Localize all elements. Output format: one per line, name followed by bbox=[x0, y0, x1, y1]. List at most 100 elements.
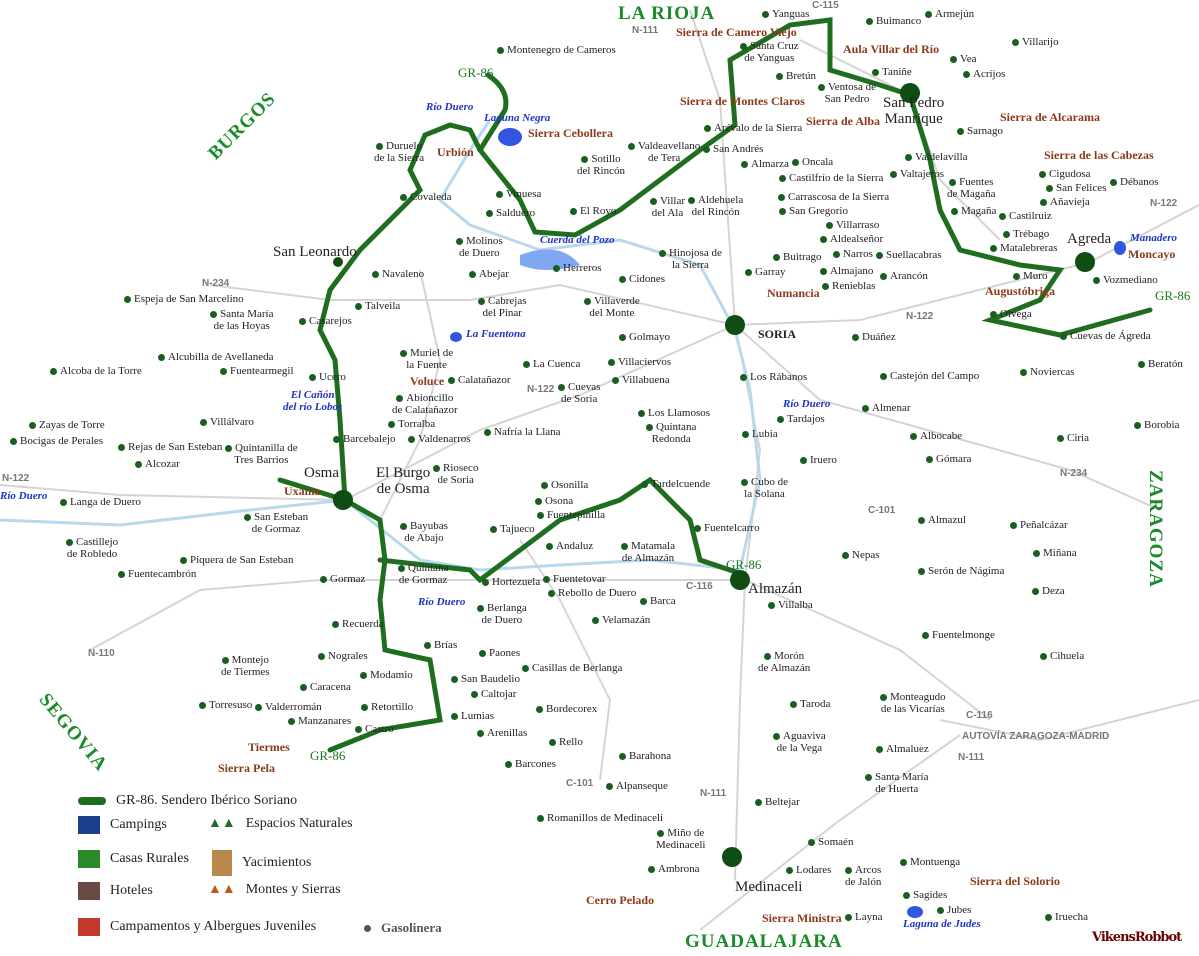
label-text: N-122 bbox=[2, 473, 30, 484]
label-text: Fuentepinilla bbox=[547, 509, 606, 521]
label-text: Quintana Redonda bbox=[651, 421, 697, 445]
town-label: Matamala de Almazán bbox=[621, 540, 675, 564]
label-text: Barcones bbox=[515, 758, 556, 770]
town-dot-icon bbox=[1110, 178, 1117, 186]
river-label: Cuerda del Pozo bbox=[540, 234, 615, 247]
town-dot-icon bbox=[496, 190, 503, 198]
label-text: Cuerda del Pozo bbox=[540, 234, 615, 246]
town-dot-icon bbox=[762, 10, 769, 18]
gr86-trail bbox=[277, 17, 1153, 753]
town-dot-icon bbox=[688, 196, 695, 204]
legend-label: Gasolinera bbox=[381, 920, 442, 935]
town-label: Abioncillo de Calatañazor bbox=[392, 392, 458, 416]
town-label: San Andrés bbox=[703, 143, 764, 156]
label-text: Almazul bbox=[928, 514, 966, 526]
sierra-label: Sierra de Alba bbox=[806, 115, 880, 128]
town-label: Molinos de Duero bbox=[456, 235, 503, 259]
label-text: Cihuela bbox=[1050, 650, 1085, 662]
label-text: Salduero bbox=[496, 207, 536, 219]
label-text: SORIA bbox=[758, 327, 797, 341]
town-label: Montejo de Tiermes bbox=[221, 654, 270, 678]
label-text: Ucero bbox=[319, 371, 346, 383]
town-label: Ventosa de San Pedro bbox=[818, 81, 876, 105]
town-dot-icon bbox=[903, 891, 910, 899]
la-fuentona-shape bbox=[450, 332, 462, 342]
town-label: Gómara bbox=[926, 453, 971, 466]
label-text: Bayubas de Abajo bbox=[404, 520, 448, 544]
label-text: N-111 bbox=[700, 788, 727, 799]
label-text: N-111 bbox=[958, 752, 985, 763]
town-label: Almenar bbox=[862, 402, 910, 415]
big-town-label: Agreda bbox=[1067, 231, 1111, 248]
town-label: Tardelcuende bbox=[641, 478, 710, 491]
town-label: Almazul bbox=[918, 514, 966, 527]
town-dot-icon bbox=[484, 428, 491, 436]
town-dot-icon bbox=[558, 383, 565, 391]
town-label: Fuentepinilla bbox=[537, 509, 606, 522]
label-text: Uxama bbox=[284, 484, 321, 498]
town-dot-icon bbox=[471, 690, 478, 698]
label-text: Alcozar bbox=[145, 458, 180, 470]
label-text: Herreros bbox=[563, 262, 602, 274]
town-label: Muro bbox=[1013, 270, 1047, 283]
town-label: Bocigas de Perales bbox=[10, 435, 103, 448]
label-text: N-122 bbox=[906, 311, 934, 322]
laguna-negra-shape bbox=[498, 128, 522, 146]
label-text: Sierra Ministra bbox=[762, 911, 842, 925]
town-label: Garray bbox=[745, 266, 786, 279]
town-label: Alcozar bbox=[135, 458, 180, 471]
label-text: Sagides bbox=[913, 889, 948, 901]
label-text: Bordecorex bbox=[546, 703, 598, 715]
town-dot-icon bbox=[396, 394, 404, 402]
label-text: San Andrés bbox=[713, 143, 764, 155]
town-dot-icon bbox=[704, 124, 711, 132]
town-label: Valdenarros bbox=[408, 433, 471, 446]
town-dot-icon bbox=[650, 197, 657, 205]
label-text: Quintana de Gormaz bbox=[398, 562, 449, 586]
label-text: Osma bbox=[304, 465, 339, 481]
town-dot-icon bbox=[29, 421, 36, 429]
town-dot-icon bbox=[646, 423, 653, 431]
town-dot-icon bbox=[820, 235, 827, 243]
label-text: C-115 bbox=[812, 0, 839, 11]
town-dot-icon bbox=[1134, 421, 1141, 429]
town-dot-icon bbox=[900, 858, 907, 866]
town-label: Santa María de las Hoyas bbox=[210, 308, 274, 332]
town-dot-icon bbox=[299, 317, 306, 325]
town-label: San Felices bbox=[1046, 182, 1106, 195]
legend-label: Montes y Sierras bbox=[245, 882, 341, 897]
big-town-label: Medinaceli bbox=[735, 879, 802, 896]
label-text: Recuerda bbox=[342, 618, 384, 630]
label-text: Torresuso bbox=[209, 699, 253, 711]
label-text: La Cuenca bbox=[533, 358, 581, 370]
legend-gr86: GR-86. Sendero Ibérico Soriano bbox=[78, 793, 297, 809]
label-text: Sierra de Camero Viejo bbox=[676, 25, 797, 39]
label-text: Castro bbox=[365, 723, 394, 735]
town-dot-icon bbox=[773, 732, 780, 740]
road-label: GR-86 bbox=[310, 749, 345, 763]
town-label: Arancón bbox=[880, 270, 928, 283]
label-text: C-116 bbox=[966, 710, 993, 721]
town-dot-icon bbox=[66, 538, 73, 546]
town-dot-icon bbox=[999, 212, 1006, 220]
river-label: Río Duero bbox=[0, 490, 47, 503]
town-dot-icon bbox=[741, 160, 748, 168]
label-text: Albocabe bbox=[920, 430, 963, 442]
town-dot-icon bbox=[648, 865, 655, 873]
town-dot-icon bbox=[755, 798, 762, 806]
town-dot-icon bbox=[124, 295, 131, 303]
label-text: N-110 bbox=[88, 648, 115, 659]
road-label: N-122 bbox=[906, 311, 934, 323]
label-text: Fuentelcarro bbox=[704, 522, 760, 534]
label-text: Miño de Medinaceli bbox=[656, 827, 706, 851]
label-text: Santa María de las Hoyas bbox=[213, 308, 274, 332]
town-dot-icon bbox=[118, 570, 125, 578]
label-text: Almazán bbox=[748, 581, 803, 597]
label-text: Romanillos de Medinaceli bbox=[547, 812, 664, 824]
town-label: Langa de Duero bbox=[60, 496, 141, 509]
town-dot-icon bbox=[505, 760, 512, 768]
legend-montes: ▲▲Montes y Sierras bbox=[208, 882, 341, 898]
legend-label: Campings bbox=[110, 817, 167, 832]
town-dot-icon bbox=[486, 209, 493, 217]
town-dot-icon bbox=[657, 829, 665, 837]
